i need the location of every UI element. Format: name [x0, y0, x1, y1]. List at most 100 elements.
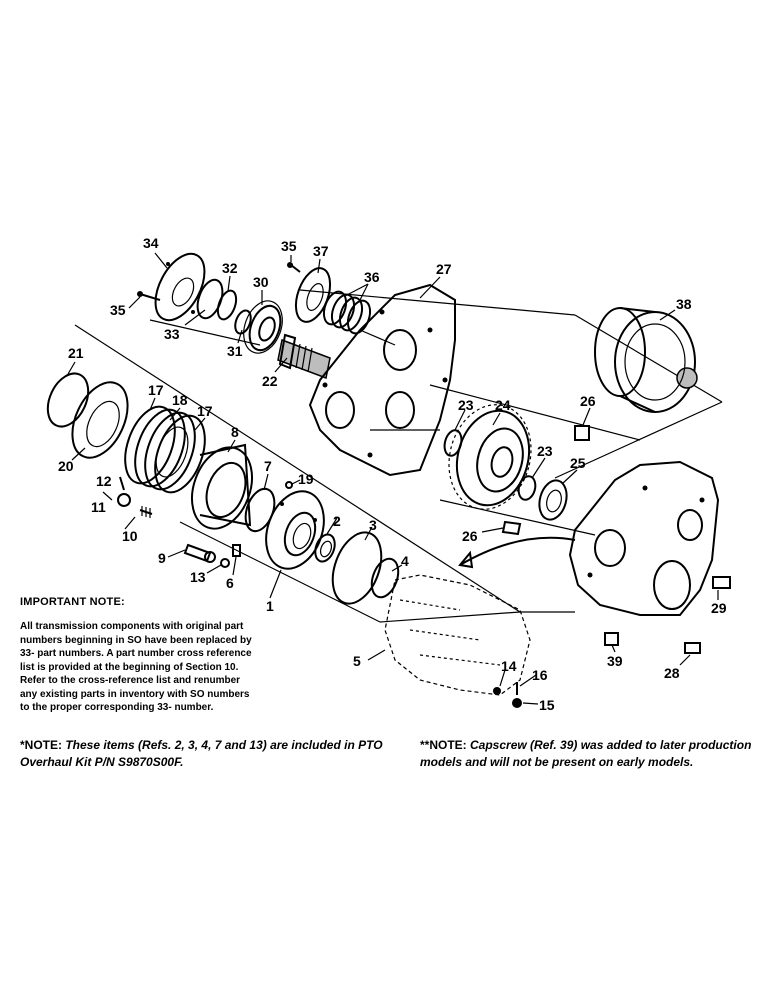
part-26-dowel-lower: [501, 520, 522, 536]
callout-5: 5: [353, 653, 361, 669]
part-30-bearing: [243, 300, 283, 354]
callout-23-right: 23: [537, 443, 553, 459]
callout-12: 12: [96, 473, 112, 489]
important-note-line: 33- part numbers. A part number cross re…: [20, 648, 252, 659]
callout-9: 9: [158, 550, 166, 566]
part-35-capscrew-left: [137, 291, 161, 301]
callout-2: 2: [333, 513, 341, 529]
rear-housing: [458, 460, 720, 616]
kit-note-text: These items (Refs. 2, 3, 4, 7 and 13) ar…: [20, 738, 383, 769]
callout-37: 37: [313, 243, 329, 259]
callout-15: 15: [539, 697, 555, 713]
kit-note-label: *NOTE:: [20, 738, 62, 752]
part-29-capscrew: [712, 576, 731, 589]
callout-19: 19: [298, 471, 314, 487]
callout-34: 34: [143, 235, 159, 251]
part-37-cover-plate: [294, 267, 332, 323]
callout-27: 27: [436, 261, 452, 277]
callout-26-lower: 26: [462, 528, 478, 544]
part-6-plug: [232, 544, 241, 557]
part-34-retainer-plate: [154, 252, 206, 322]
callout-32: 32: [222, 260, 238, 276]
part-9-fitting: [183, 543, 216, 563]
part-39-capscrew: [604, 632, 619, 646]
callout-1: 1: [266, 598, 274, 614]
callout-25: 25: [570, 455, 586, 471]
part-38-clutch-assembly: [594, 307, 698, 413]
important-note-line: any existing parts in inventory with SO …: [20, 688, 250, 700]
callout-10: 10: [122, 528, 138, 544]
callout-17-left: 17: [148, 382, 164, 398]
callout-7: 7: [264, 458, 272, 474]
important-note: IMPORTANT NOTE: All transmission compone…: [20, 596, 320, 715]
important-note-line: numbers beginning in SO have been replac…: [20, 634, 252, 646]
capscrew-note: **NOTE: Capscrew (Ref. 39) was added to …: [420, 737, 772, 771]
part-20-pressure-plate: [71, 381, 129, 459]
part-14-washer: [493, 687, 501, 695]
leader-lines: [67, 252, 719, 705]
callout-36: 36: [364, 269, 380, 285]
part-22-shaft: [277, 333, 331, 380]
callout-3: 3: [369, 517, 377, 533]
important-note-line: list is provided at the beginning of Sec…: [20, 661, 239, 673]
part-4-seal: [370, 557, 400, 599]
important-note-line: Refer to the cross-reference list and re…: [20, 675, 241, 686]
callout-26-upper: 26: [580, 393, 596, 409]
callout-6: 6: [226, 575, 234, 591]
part-28-capscrew: [684, 642, 701, 654]
part-1-piston: [265, 490, 325, 570]
part-11-nut: [117, 493, 131, 507]
part-21-snap-ring: [46, 372, 90, 428]
callout-4: 4: [401, 553, 409, 569]
callout-21: 21: [68, 345, 84, 361]
callout-28: 28: [664, 665, 680, 681]
callout-31: 31: [227, 343, 243, 359]
callout-29: 29: [711, 600, 727, 616]
callout-16: 16: [532, 667, 548, 683]
callout-20: 20: [58, 458, 74, 474]
callout-22: 22: [262, 373, 278, 389]
part-2-bushing: [314, 533, 336, 563]
callout-8: 8: [231, 424, 239, 440]
part-13-o-ring: [220, 558, 230, 568]
kit-note: *NOTE: These items (Refs. 2, 3, 4, 7 and…: [20, 737, 390, 771]
callout-13: 13: [190, 569, 206, 585]
capscrew-note-text: Capscrew (Ref. 39) was added to later pr…: [420, 738, 752, 769]
callout-11: 11: [91, 499, 106, 515]
part-19-check-ball: [285, 481, 293, 489]
part-35-capscrew-right: [287, 262, 301, 273]
part-12-pin: [119, 476, 125, 491]
callout-30: 30: [253, 274, 269, 290]
part-24-gear: [448, 404, 532, 510]
part-33-32-rings: [196, 278, 238, 321]
part-8-piston-housing: [191, 443, 253, 530]
part-15-nut: [512, 698, 522, 708]
callout-17-right: 17: [197, 403, 213, 419]
part-27-housing: [308, 283, 456, 477]
part-3-seal: [331, 531, 383, 605]
callout-14: 14: [501, 658, 517, 674]
part-26-dowel-upper: [574, 425, 590, 441]
part-17-18-clutch-discs: [124, 405, 206, 494]
part-31-ring: [234, 309, 252, 335]
callout-35-left: 35: [110, 302, 126, 318]
callout-18: 18: [172, 392, 188, 408]
part-5-transmission-case: [384, 574, 531, 696]
part-36-springs: [322, 290, 372, 335]
important-note-line: to the proper corresponding 33- number.: [20, 702, 214, 713]
callout-24: 24: [495, 397, 511, 413]
part-10-stud: [139, 506, 153, 518]
part-25-bearing: [538, 479, 568, 521]
important-note-title: IMPORTANT NOTE:: [20, 596, 125, 608]
important-note-line: All transmission components with origina…: [20, 621, 244, 632]
capscrew-note-label: **NOTE:: [420, 738, 467, 752]
callout-35-right: 35: [281, 238, 297, 254]
callout-23-left: 23: [458, 397, 474, 413]
callout-33: 33: [164, 326, 180, 342]
callout-numbers: 34 35 32 30 35 37 36 27 38 33 31 22 21 1…: [58, 235, 727, 713]
part-23-ring-right: [517, 475, 537, 501]
callout-39: 39: [607, 653, 623, 669]
callout-38: 38: [676, 296, 692, 312]
important-note-body: All transmission components with origina…: [20, 620, 320, 715]
